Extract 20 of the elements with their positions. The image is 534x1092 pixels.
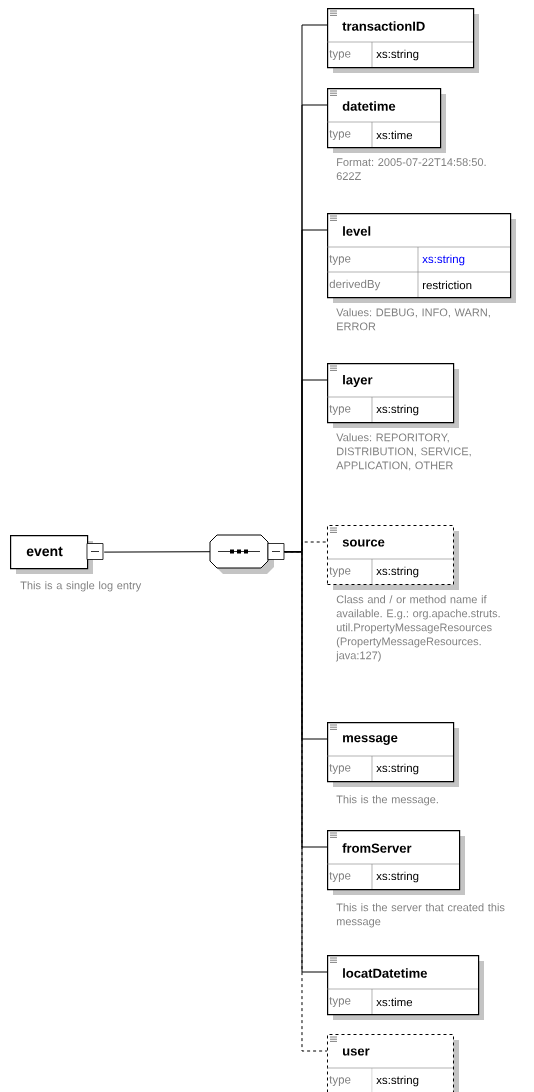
documentation-text: This is the server that created this message [336,903,505,928]
element-box: transactionID type xs:string [326,8,479,73]
documentation-text: This is the message. [336,795,438,806]
element-box: user type xs:string [326,1034,459,1092]
documentation-text: Values: REPORITORY, DISTRIBUTION, SERVICE, APPLICATION, OTHER [336,433,471,471]
element-box: event [10,535,104,574]
element-box: layer type xs:string [326,363,459,428]
element-box: message type xs:string [326,722,459,787]
element-box: source type xs:string [326,525,459,590]
documentation-text: This is a single log entry [20,581,142,592]
documentation-text: Values: DEBUG, INFO, WARN, ERROR [336,308,490,331]
documentation-text: Format: 2005-07-22T14:58:50.622Z [336,158,486,180]
connector-line [103,551,211,553]
sequence-compositor [209,534,285,574]
documentation-text: Class and / or method name if available. E.g.: org.apache.struts.util.PropertyMessageResources (PropertyMessageResources. java:127) [335,595,500,662]
element-box: fromServer type xs:string [326,830,465,895]
connector-line [283,551,328,973]
element-box: datetime type xs:time [326,88,446,153]
element-box: level type xs:string derivedBy restriction [326,213,516,303]
element-box: locatDatetime type xs:time [326,955,484,1020]
